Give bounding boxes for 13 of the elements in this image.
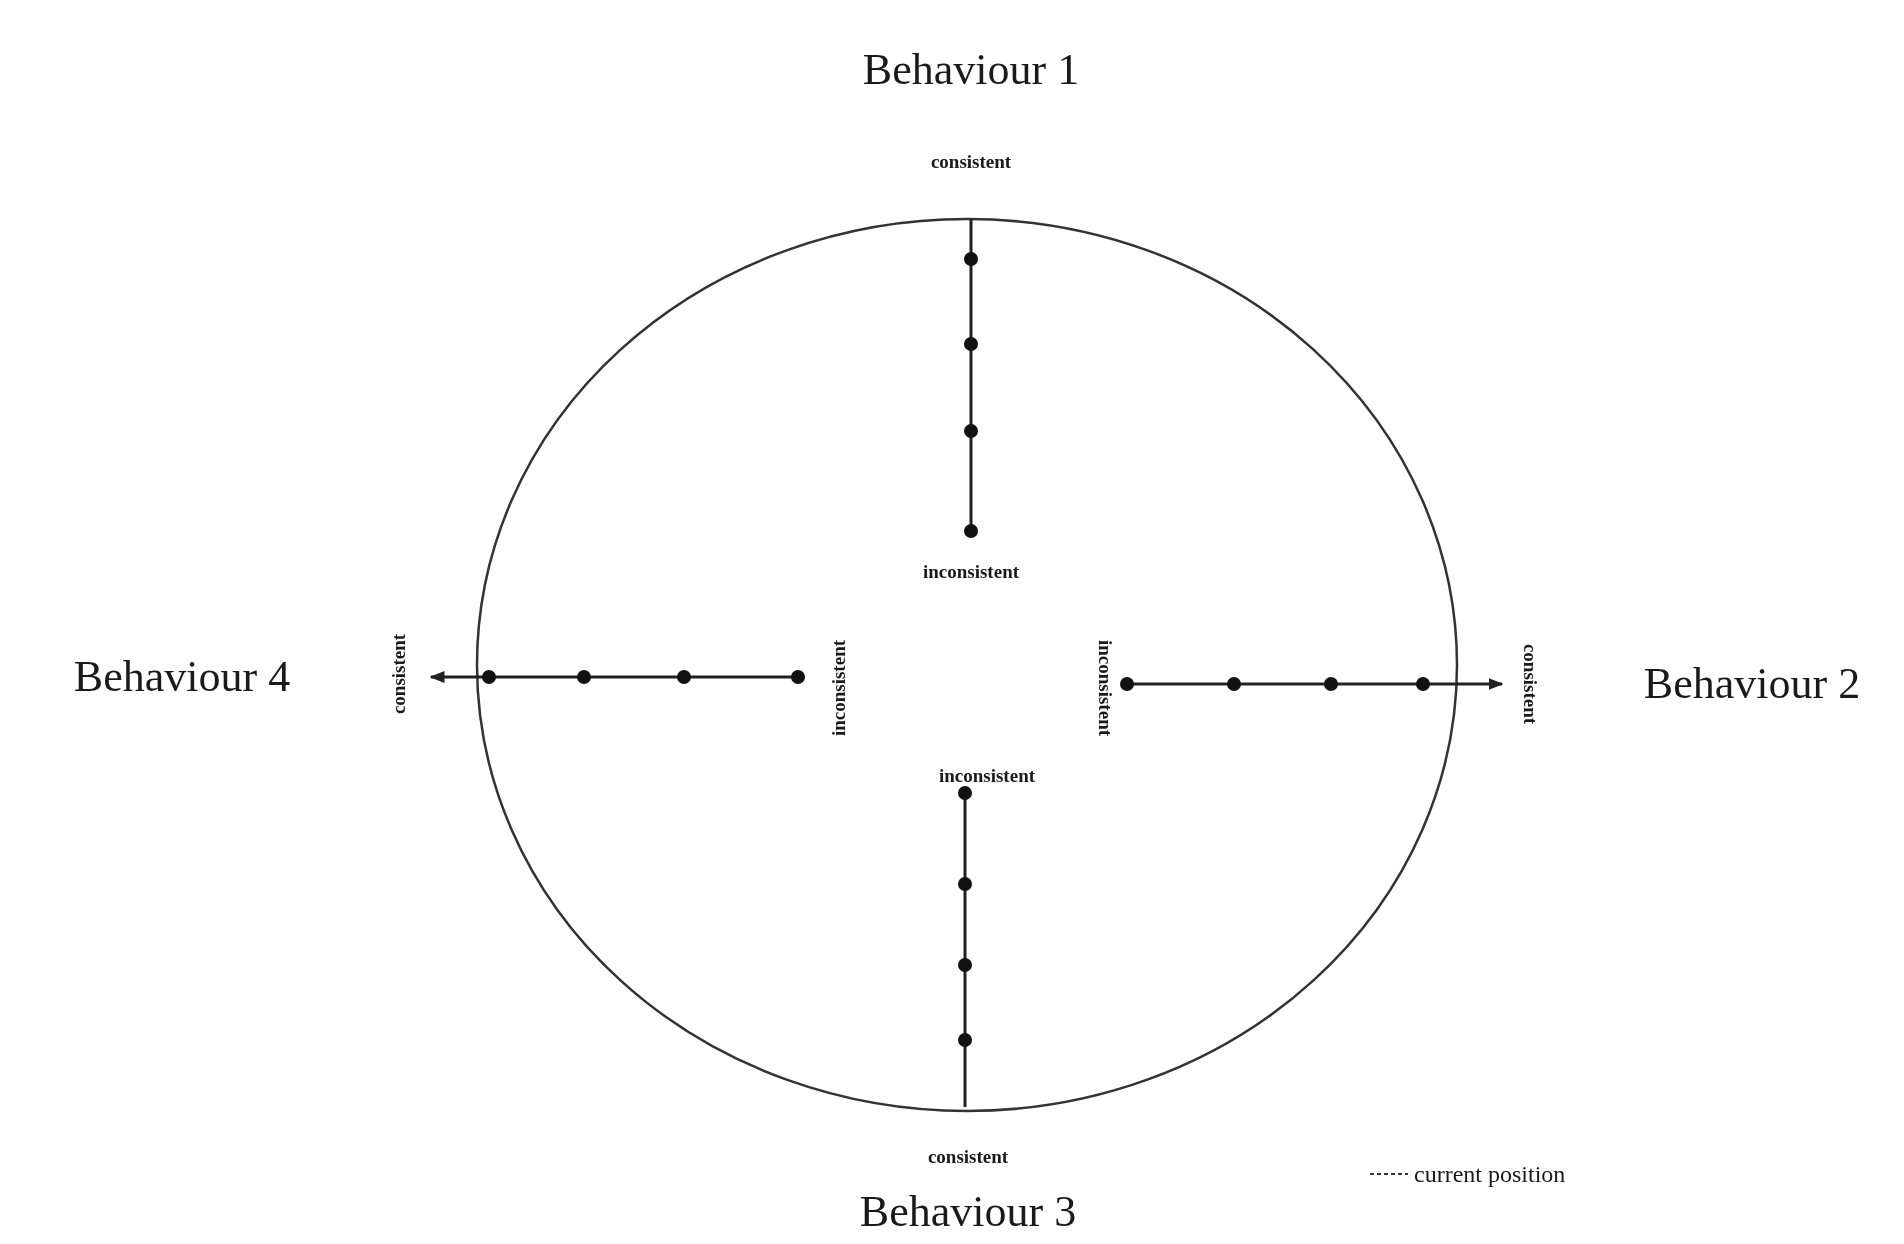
scale-end-label: inconsistent — [938, 765, 1036, 785]
scale-end-label: inconsistent — [828, 639, 848, 737]
scale-end-label: inconsistent — [922, 561, 1020, 581]
scale-end-label: inconsistent — [1095, 639, 1115, 737]
legend-label: current position — [1414, 1162, 1566, 1186]
scale-end-label: consistent — [1520, 643, 1540, 725]
scale-end-label: consistent — [927, 1146, 1009, 1166]
scale-end-label: consistent — [388, 633, 408, 715]
behaviour-title: Behaviour 4 — [73, 655, 291, 699]
behaviour-title: Behaviour 2 — [1643, 662, 1861, 706]
behaviour-title: Behaviour 3 — [859, 1190, 1077, 1234]
behaviour-title: Behaviour 1 — [862, 48, 1080, 92]
scale-end-label: consistent — [930, 151, 1012, 171]
